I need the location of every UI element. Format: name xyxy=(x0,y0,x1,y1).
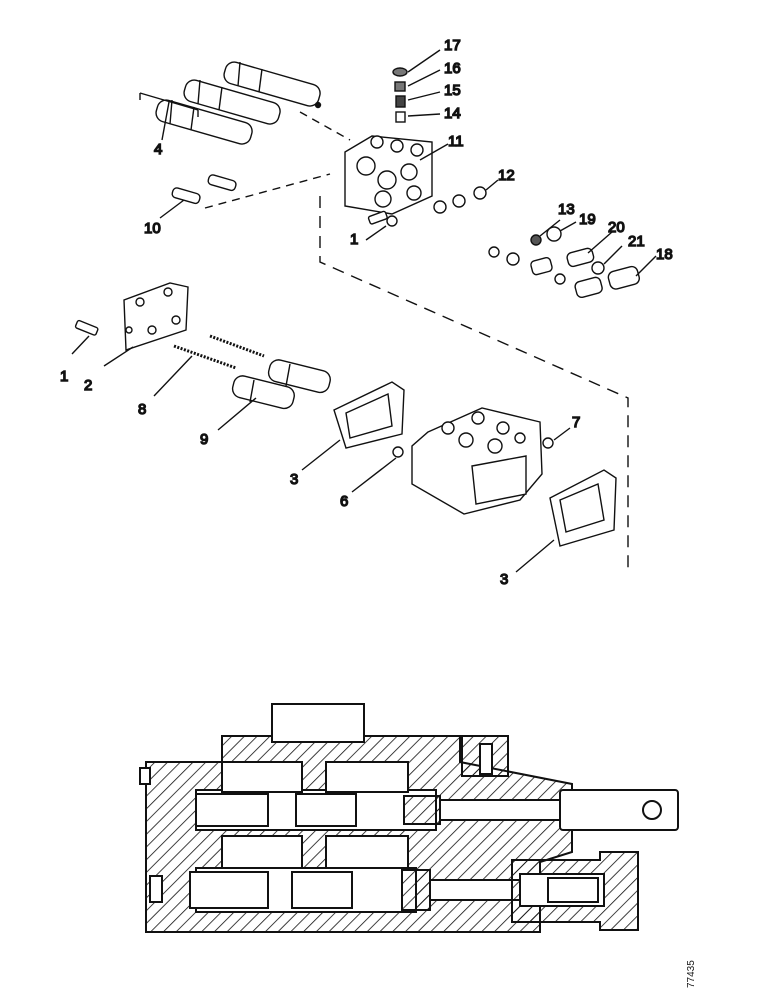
callout-2: 2 xyxy=(84,377,92,394)
seal-ring-c xyxy=(473,186,487,200)
callout-14: 14 xyxy=(444,105,461,122)
leader-10 xyxy=(159,199,185,219)
plug-7 xyxy=(542,437,554,449)
leader-8 xyxy=(153,355,193,397)
relief-valve-fittings xyxy=(488,219,657,299)
gasket-right xyxy=(515,469,617,573)
top-boss xyxy=(271,703,365,743)
plunger-dashed-line xyxy=(204,173,331,209)
seal-ring-b xyxy=(452,194,466,208)
plunger-part-b xyxy=(207,174,237,192)
upper-gallery-left xyxy=(221,761,303,793)
bolt-upper xyxy=(365,210,398,241)
assembly-dashed-line xyxy=(319,196,629,574)
callout-20: 20 xyxy=(608,219,625,236)
callout-13: 13 xyxy=(558,201,575,218)
gasket-left xyxy=(301,381,405,471)
lower-gallery-left xyxy=(221,835,303,869)
callout-6: 6 xyxy=(340,493,348,510)
callout-10: 10 xyxy=(144,220,161,237)
bolt-lower xyxy=(71,319,99,355)
spools-bracket-top xyxy=(139,92,199,111)
plug-6 xyxy=(392,446,404,458)
lower-gallery-right xyxy=(325,835,409,869)
callout-3-left: 3 xyxy=(290,471,298,488)
callout-9: 9 xyxy=(200,431,208,448)
leader-6 xyxy=(351,457,397,493)
plunger-part-a xyxy=(171,187,201,205)
callout-19: 19 xyxy=(579,211,596,228)
valve-head-casting xyxy=(344,135,449,215)
callout-1-upper: 1 xyxy=(350,231,358,248)
callout-16: 16 xyxy=(444,60,461,77)
upper-spool xyxy=(195,789,679,831)
centre-housing xyxy=(411,407,543,515)
callout-18: 18 xyxy=(656,246,673,263)
callout-12: 12 xyxy=(498,167,515,184)
callout-17: 17 xyxy=(444,37,461,54)
detent-stack xyxy=(392,49,441,123)
drawing-reference-number: 77435 xyxy=(686,960,697,988)
callout-4: 4 xyxy=(154,141,162,158)
callout-21: 21 xyxy=(628,233,645,250)
leader-7 xyxy=(553,427,571,441)
detent-housing xyxy=(461,735,509,777)
seal-ring-a xyxy=(433,200,447,214)
upper-gallery-right xyxy=(325,761,409,793)
callout-8: 8 xyxy=(138,401,146,418)
callout-7: 7 xyxy=(572,414,580,431)
callout-15: 15 xyxy=(444,82,461,99)
pistons xyxy=(217,359,331,431)
relief-cap xyxy=(511,851,639,931)
callout-3-right: 3 xyxy=(500,571,508,588)
exploded-view: 17 16 15 14 11 4 12 10 1 13 19 20 21 18 … xyxy=(59,36,673,588)
control-spools xyxy=(155,61,322,145)
leader-4 xyxy=(161,101,170,141)
end-cover-plate xyxy=(103,282,189,367)
upper-end-bolt xyxy=(139,767,151,785)
callout-11: 11 xyxy=(448,133,464,150)
leader-12 xyxy=(485,179,499,191)
lower-spool xyxy=(189,869,521,911)
sectional-view: 77435 xyxy=(139,703,697,988)
callout-1-lower: 1 xyxy=(60,368,68,385)
spool-to-head-dashed-line xyxy=(299,111,351,141)
lower-end-bolt xyxy=(149,875,163,903)
springs xyxy=(173,334,265,370)
